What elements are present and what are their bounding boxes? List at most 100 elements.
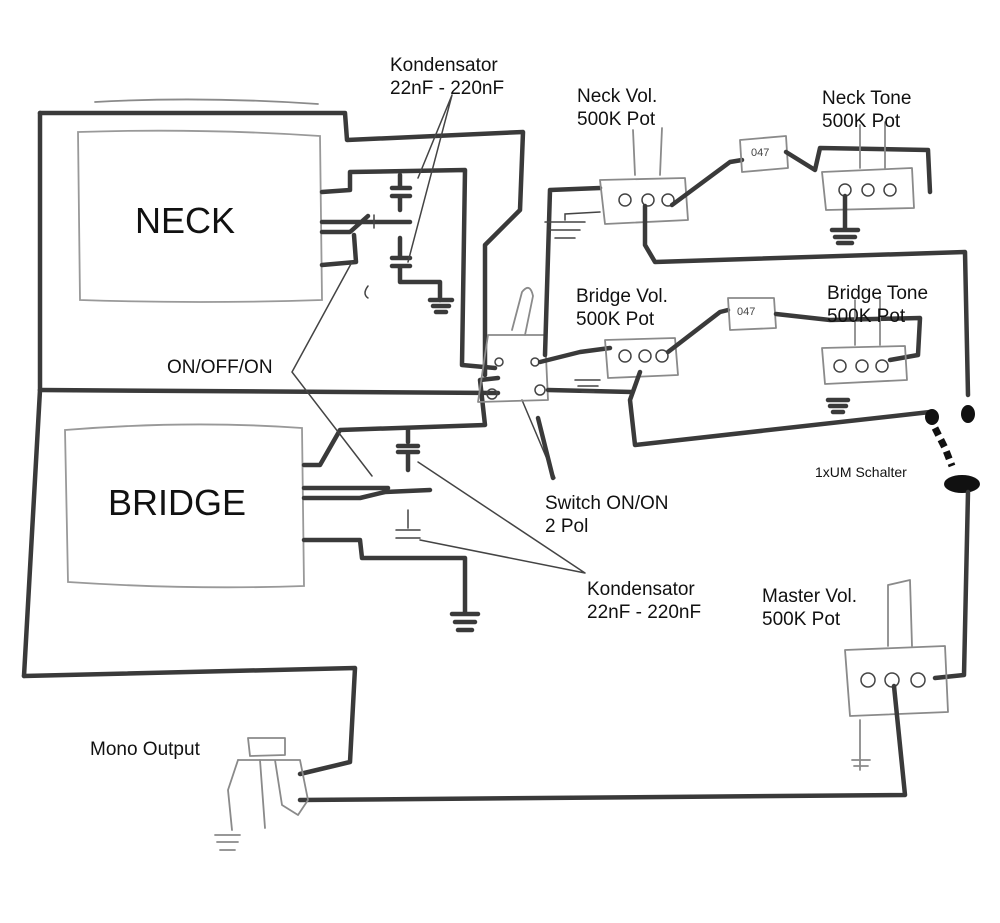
bridge-vol-pot-body: [604, 337, 679, 379]
bridge-vol-output-wire: [627, 369, 933, 448]
on-off-on-leaders: [291, 261, 373, 477]
neck-tone-lug-3: [883, 183, 897, 197]
master-vol-label: Master Vol. 500K Pot: [762, 585, 857, 631]
mono-output-label: Mono Output: [90, 739, 200, 760]
bridge-tone-lug-3: [875, 359, 889, 373]
neck-vol-label: Neck Vol. 500K Pot: [577, 85, 657, 131]
um-switch-label: 1xUM Schalter: [815, 464, 907, 480]
neck-lead-bottom: [319, 232, 359, 268]
neck-cap-to-tone: [783, 145, 933, 195]
outer-top-wire: [37, 110, 526, 378]
um-switch-lever: [931, 426, 956, 468]
bridge-tone-line2: 500K Pot: [827, 306, 906, 327]
bridge-tone-capacitor: [727, 297, 777, 331]
neck-vol-line1: Neck Vol.: [577, 86, 658, 107]
bridge-capacitor-lower: [395, 509, 421, 539]
switch-label-line2: 2 Pol: [545, 516, 589, 537]
neck-vol-lug-1: [618, 193, 632, 207]
switch-lug-3: [486, 388, 498, 400]
bridge-vol-lug-1: [618, 349, 632, 363]
neck-pickup-label: NECK: [135, 200, 236, 241]
bridge-vol-ground: [574, 379, 601, 393]
kondensator-bottom-line2: 22nF - 220nF: [587, 602, 702, 623]
kondensator-top-line1: Kondensator: [390, 55, 498, 76]
neck-vol-pot-shaft: [632, 127, 663, 176]
neck-vol-ground: [544, 211, 601, 239]
bridge-pickup-label: BRIDGE: [108, 482, 247, 523]
bridge-tone-line1: Bridge Tone: [827, 283, 929, 304]
master-vol-lug-3: [910, 672, 926, 688]
neck-tone-line2: 500K Pot: [822, 111, 901, 132]
bridge-vol-line2: 500K Pot: [576, 309, 655, 330]
switch-pointer-bar: [535, 415, 556, 481]
neck-tone-capacitor: [739, 135, 789, 173]
neck-vol-lug-3: [661, 193, 675, 207]
um-switch-to-master: [932, 489, 971, 681]
bridge-pickup-outline: [64, 423, 305, 589]
bridge-vol-label: Bridge Vol. 500K Pot: [576, 285, 668, 331]
neck-ground-symbol: [427, 297, 455, 315]
bridge-vol-to-cap: [665, 307, 731, 355]
switch-to-bridge-vol-in: [537, 345, 613, 365]
neck-vol-pot-body: [599, 177, 689, 225]
neck-capacitor-upper: [389, 172, 413, 213]
bridge-lead-bottom: [301, 537, 468, 615]
neck-tone-cap-value: 047: [751, 147, 770, 159]
middle-horizontal-wire: [37, 387, 501, 396]
on-off-on-label: ON/OFF/ON: [167, 357, 273, 378]
master-vol-pot-shaft: [887, 579, 913, 647]
bridge-tone-pot-body: [821, 345, 908, 385]
master-vol-pot-body: [844, 645, 949, 717]
toggle-switch-lever: [511, 286, 534, 336]
master-vol-line1: Master Vol.: [762, 586, 858, 607]
neck-tone-ground: [829, 193, 861, 246]
bridge-cap-to-tone: [773, 311, 923, 363]
neck-vol-to-cap: [669, 157, 745, 208]
switch-label-line1: Switch ON/ON: [545, 493, 669, 514]
outer-left-wire-lower: [21, 387, 43, 679]
master-vol-lug-1: [860, 672, 876, 688]
neck-lead-middle: [319, 213, 413, 235]
master-vol-line2: 500K Pot: [762, 609, 841, 630]
master-vol-lug-2: [884, 672, 900, 688]
neck-pickup-top-sketch: [94, 98, 319, 105]
neck-tone-pot-body: [821, 167, 915, 211]
neck-vol-line2: 500K Pot: [577, 109, 656, 130]
neck-tone-pot-shaft: [859, 121, 886, 169]
neck-pickup-outline: [77, 129, 323, 303]
switch-label: Switch ON/ON 2 Pol: [545, 492, 669, 538]
um-switch-common: [944, 475, 980, 493]
neck-tone-line1: Neck Tone: [822, 88, 912, 109]
bridge-tone-ground: [825, 397, 851, 415]
bridge-tone-cap-value: 047: [737, 306, 756, 318]
bridge-lead-middle: [301, 485, 433, 501]
switch-to-bridge-vol: [545, 387, 635, 395]
neck-vol-lug-2: [641, 193, 655, 207]
neck-ground-hook: [364, 285, 369, 299]
output-ground-wire: [21, 665, 358, 777]
bridge-vol-line1: Bridge Vol.: [576, 286, 668, 307]
bridge-tone-lug-1: [833, 359, 847, 373]
um-switch-lug-right: [961, 405, 975, 423]
bridge-tone-label: Bridge Tone 500K Pot: [827, 282, 928, 328]
bridge-capacitor-upper: [395, 427, 421, 473]
bridge-vol-lug-2: [638, 349, 652, 363]
switch-lug-1: [494, 357, 504, 367]
kondensator-top-leaders: [407, 94, 453, 263]
kondensator-top-label: Kondensator 22nF - 220nF: [390, 54, 504, 100]
kondensator-top-line2: 22nF - 220nF: [390, 78, 505, 99]
bridge-vol-lug-3: [655, 349, 669, 363]
toggle-switch-body: [477, 334, 549, 403]
switch-lug-4: [534, 384, 546, 396]
neck-lead-top: [319, 167, 498, 371]
bridge-tone-pot-shaft: [854, 297, 881, 346]
bridge-ground-symbol: [449, 611, 481, 633]
master-vol-ground: [851, 719, 871, 771]
neck-vol-output-wire: [642, 203, 971, 398]
output-jack-top: [247, 737, 286, 757]
switch-to-neck-vol: [542, 185, 603, 358]
output-ground: [214, 834, 241, 851]
output-jack-body: [237, 759, 309, 816]
um-switch-lug-left: [925, 409, 939, 425]
